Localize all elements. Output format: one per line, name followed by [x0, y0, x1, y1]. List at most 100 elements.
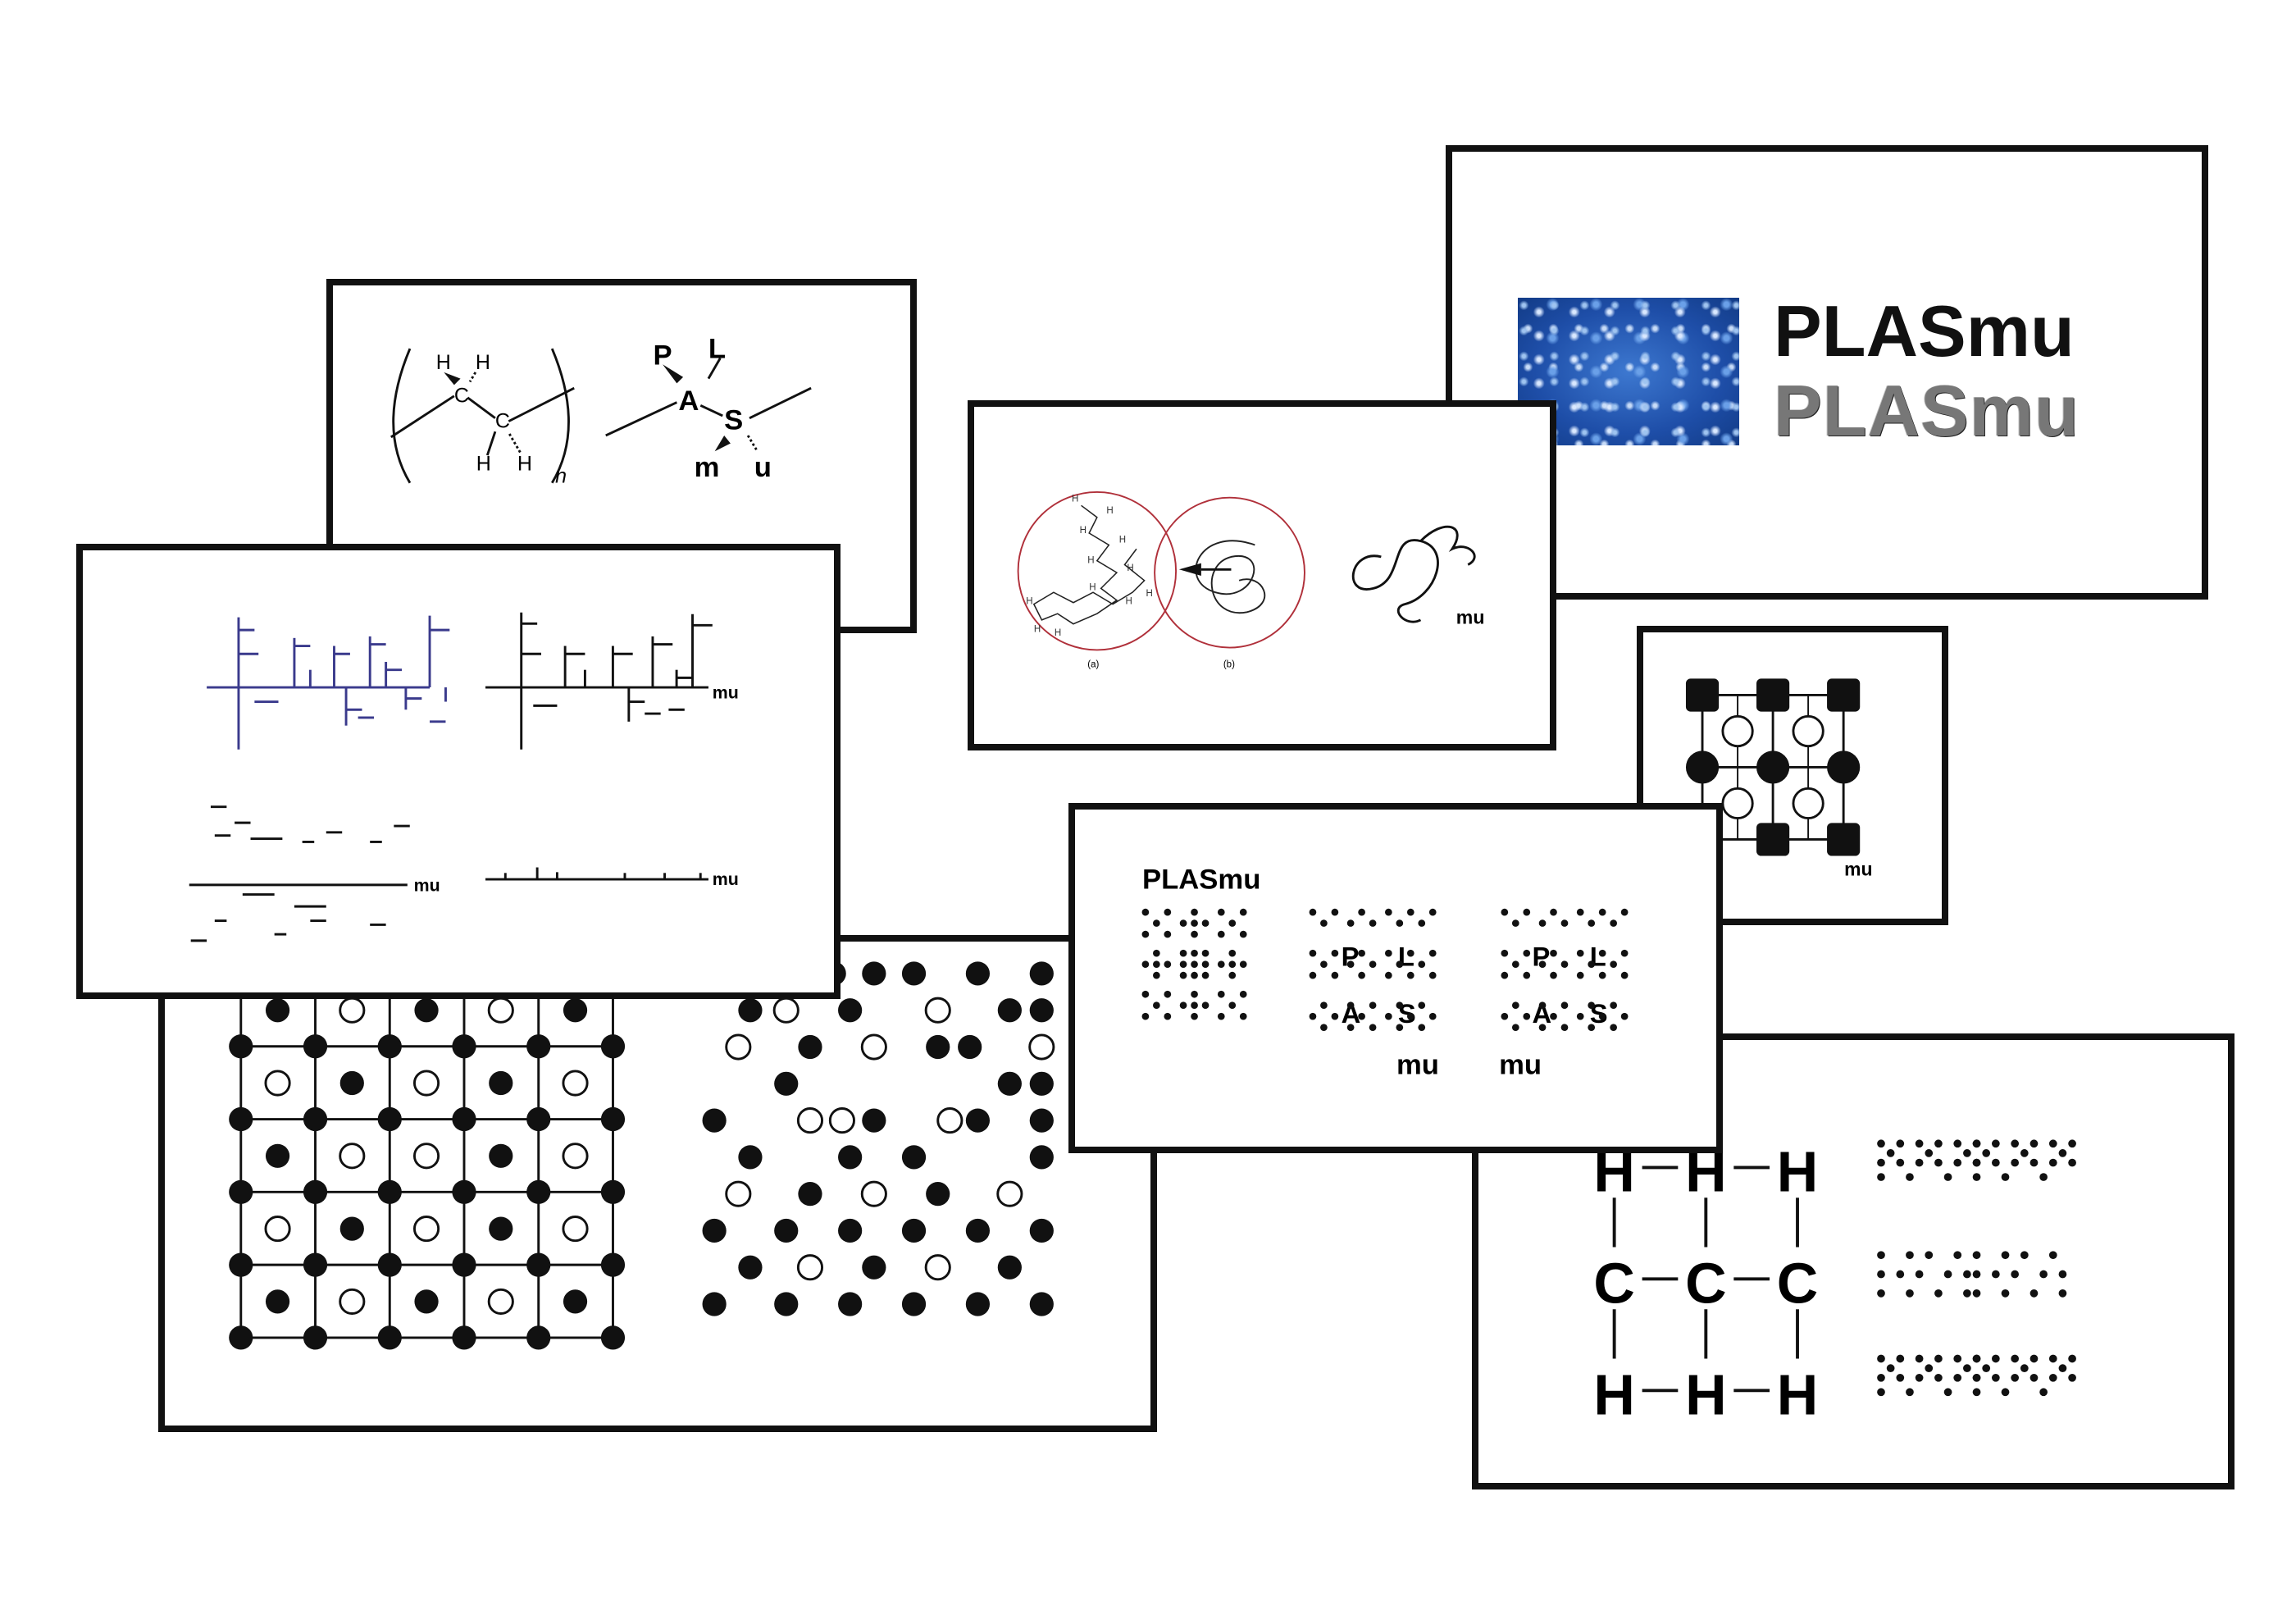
chains-card: mu mu mu	[76, 544, 840, 999]
braille-title: PLASmu	[1142, 864, 1260, 895]
braille-dot	[1396, 960, 1404, 968]
hcc-dot	[2029, 1289, 2039, 1298]
hcc-dot	[1934, 1158, 1943, 1167]
hcc-dot	[1953, 1373, 1962, 1382]
braille-dot	[1598, 1012, 1606, 1020]
hcc-dot	[1991, 1139, 2000, 1148]
braille-dot	[1217, 960, 1225, 968]
braille-card: PLASmu P L A S mu P L A S mu	[1068, 803, 1723, 1153]
hcc-dot	[1953, 1354, 1962, 1363]
amorphous-atom	[702, 1218, 727, 1243]
lattice-vacancy	[562, 1070, 589, 1097]
braille-dot	[1201, 919, 1210, 927]
square-node	[1827, 678, 1861, 712]
braille-dot	[1396, 919, 1404, 927]
chain-atom-h: H	[1125, 597, 1132, 607]
hcc-dot	[2048, 1158, 2057, 1167]
lattice-node	[377, 1325, 402, 1350]
braille-dot	[1153, 949, 1160, 957]
open-node	[1792, 787, 1824, 820]
lattice-vacancy	[412, 1216, 440, 1243]
braille-mu1: mu	[1396, 1049, 1439, 1080]
braille-dot	[1418, 960, 1426, 968]
lattice-atom	[489, 1143, 513, 1168]
braille-dot	[1385, 908, 1392, 916]
close-paren	[550, 348, 570, 484]
hcc-dot	[1925, 1149, 1934, 1157]
chains-diagram: mu mu mu	[189, 612, 739, 942]
braille-dot	[1588, 919, 1596, 927]
hcc-dot	[1906, 1173, 1914, 1181]
lattice-node	[452, 1179, 476, 1204]
hcc-dot	[2011, 1158, 2020, 1167]
square-label: mu	[1844, 858, 1872, 879]
lattice-node	[452, 1325, 476, 1350]
chain-atom-h: H	[1026, 597, 1032, 607]
braille-a2: A	[1533, 998, 1552, 1029]
braille-dot	[1346, 1001, 1355, 1010]
hcc-dot	[1915, 1270, 1924, 1279]
braille-dot	[1358, 971, 1365, 979]
amorphous-atom	[1029, 1145, 1054, 1170]
hcc-dot	[1963, 1364, 1971, 1372]
braille-dot	[1179, 971, 1187, 979]
hcc-dot	[1925, 1364, 1934, 1372]
braille-dot	[1406, 908, 1414, 916]
lattice-node	[452, 1252, 476, 1277]
hcc-dot	[2058, 1149, 2067, 1157]
braille-mu2: mu	[1499, 1049, 1542, 1080]
amorphous-vacancy	[796, 1254, 824, 1281]
braille-dot	[1560, 919, 1569, 927]
braille-dot	[1523, 908, 1531, 916]
braille-dot	[1598, 971, 1606, 979]
hcc-dot	[1991, 1158, 2000, 1167]
braille-dot	[1501, 971, 1509, 979]
lattice-atom	[563, 998, 588, 1023]
braille-dot	[1239, 908, 1247, 916]
braille-dot	[1320, 1001, 1328, 1010]
hcc-dot	[1877, 1373, 1885, 1382]
lattice-node	[303, 1106, 328, 1132]
lattice-node	[526, 1252, 551, 1277]
braille-dot	[1201, 949, 1210, 957]
atom-h4: H	[517, 452, 532, 475]
braille-dot	[1191, 1012, 1198, 1020]
amorphous-vacancy	[1028, 1033, 1055, 1061]
braille-dot	[1538, 960, 1547, 968]
lattice-node	[526, 1034, 551, 1059]
formula-diagram: H H C C H H n P L A S m u	[390, 334, 812, 488]
lattice-vacancy	[412, 1070, 440, 1097]
braille-dot	[1523, 949, 1531, 957]
lattice-node	[303, 1179, 328, 1204]
braille-dot	[1320, 960, 1328, 968]
hcc-dot	[2058, 1270, 2067, 1279]
hcc-dot	[1972, 1354, 1981, 1363]
braille-dot	[1560, 1001, 1569, 1010]
hcc-dot	[1915, 1354, 1924, 1363]
amorphous-atom	[965, 1108, 991, 1133]
braille-dot	[1369, 1024, 1377, 1031]
amorphous-atom	[702, 1292, 727, 1316]
braille-dot	[1385, 1012, 1392, 1020]
hcc-dot	[1934, 1139, 1943, 1148]
braille-p1: P	[1342, 942, 1360, 972]
braille-dot	[1164, 930, 1172, 938]
lattice-node	[303, 1034, 328, 1059]
hcc-dot	[1896, 1354, 1905, 1363]
hcc-dot	[1925, 1251, 1934, 1260]
braille-dot	[1141, 960, 1150, 968]
amorphous-atom	[838, 1292, 863, 1316]
lattice-atom	[563, 1289, 588, 1314]
square-node	[1756, 678, 1790, 712]
amorphous-vacancy	[924, 1254, 951, 1281]
coil-line-free	[1351, 525, 1476, 623]
lattice-atom	[414, 998, 439, 1023]
braille-dot	[1550, 908, 1557, 916]
braille-dot	[1239, 960, 1247, 968]
braille-dot	[1588, 1001, 1596, 1010]
hcc-dot	[1991, 1354, 2000, 1363]
braille-dot	[1598, 908, 1606, 916]
lattice-node	[229, 1106, 253, 1132]
braille-dot	[1576, 908, 1584, 916]
hcc-dot	[2048, 1139, 2057, 1148]
